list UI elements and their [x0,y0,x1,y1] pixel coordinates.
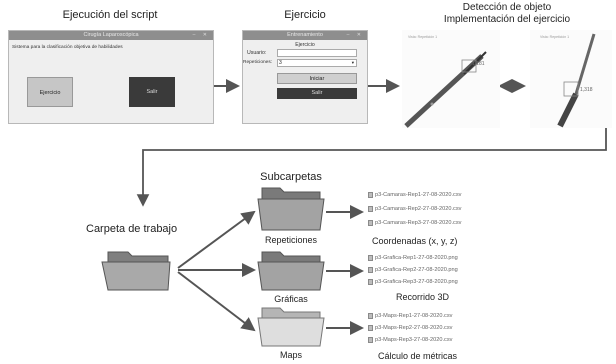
user-label: Usuario: [247,50,267,56]
folder-label-repeticiones: Repeticiones [264,235,318,245]
arrow-return-to-workdir [136,124,607,207]
folder-label-graficas: Gráficas [274,294,308,304]
right-view-value: 1,318 [580,87,593,93]
file-item[interactable]: p3-Grafica-Rep2-27-08-2020.png [368,267,458,273]
csv-file-icon [368,313,373,319]
file-item[interactable]: p3-Grafica-Rep3-27-08-2020.png [368,279,458,285]
file-item[interactable]: p3-Camaras-Rep3-27-08-2020.csv [368,220,461,226]
csv-file-icon [368,325,373,331]
reps-select[interactable]: 3 ▾ [277,59,357,67]
output-label-metricas: Cálculo de métricas [378,351,458,361]
repeticiones-folder-icon [257,187,325,231]
png-file-icon [368,267,373,273]
file-item[interactable]: p3-Maps-Rep2-27-08-2020.csv [368,325,452,331]
exercise-window: Entrenamiento – ✕ Ejercicio Usuario: Rep… [242,30,368,124]
folder-label-maps: Maps [279,350,303,360]
exit-button[interactable]: Salir [129,77,175,107]
file-item[interactable]: p3-Camaras-Rep1-27-08-2020.csv [368,192,461,198]
start-button[interactable]: Iniciar [277,73,357,84]
file-item[interactable]: p3-Camaras-Rep2-27-08-2020.csv [368,206,461,212]
exercise-button[interactable]: Ejercicio [27,77,73,107]
window-controls-icon[interactable]: – ✕ [346,32,364,38]
step-detection-title-1: Detección de objeto [462,2,552,13]
step-script-title: Ejecución del script [62,9,158,21]
exercise-window-title: Entrenamiento [287,32,323,38]
file-item[interactable]: p3-Maps-Rep3-27-08-2020.csv [368,337,452,343]
script-window-text: Sistema para la clasificación objetiva d… [12,45,123,50]
chevron-down-icon: ▾ [351,60,354,65]
arrow-to-maps [177,271,256,332]
script-window: Cirugía Laparoscópica – ✕ Sistema para l… [8,30,214,124]
arrow-to-repeticiones [177,210,256,269]
csv-file-icon [368,220,373,226]
subfolders-title: Subcarpetas [260,171,322,183]
reps-select-value: 3 [279,60,282,66]
workdir-folder-icon [101,251,171,291]
instrument-right-image [557,33,596,128]
exit-button[interactable]: Salir [277,88,357,99]
png-file-icon [368,255,373,261]
png-file-icon [368,279,373,285]
left-view-value: 1,181 [472,61,485,67]
script-window-title: Cirugía Laparoscópica [83,32,139,38]
exercise-window-titlebar: Entrenamiento – ✕ [243,31,367,40]
user-input[interactable] [277,49,357,57]
workdir-label: Carpeta de trabajo [86,223,178,235]
left-view-caption: Vista: Repetición 1 [408,35,438,39]
step-detection-title-2: Implementación del ejercicio [443,14,571,25]
graficas-folder-icon [257,251,325,291]
csv-file-icon [368,206,373,212]
output-label-recorrido: Recorrido 3D [396,292,450,302]
right-view-caption: Vista: Repetición 1 [540,35,570,39]
window-controls-icon[interactable]: – ✕ [192,32,210,38]
step-exercise-title: Ejercicio [284,9,326,21]
instrument-left-image [404,51,487,128]
maps-folder-icon [257,307,325,347]
reps-label: Repeticiones: [243,60,273,65]
csv-file-icon [368,192,373,198]
exercise-heading: Ejercicio [295,42,315,48]
detection-view-right: Vista: Repetición 1 1,318 [530,30,612,128]
file-item[interactable]: p3-Maps-Rep1-27-08-2020.csv [368,313,452,319]
detection-view-left: Vista: Repetición 1 1,181 [402,30,500,128]
script-window-titlebar: Cirugía Laparoscópica – ✕ [9,31,213,40]
csv-file-icon [368,337,373,343]
file-item[interactable]: p3-Grafica-Rep1-27-08-2020.png [368,255,458,261]
output-label-coordenadas: Coordenadas (x, y, z) [372,236,458,246]
